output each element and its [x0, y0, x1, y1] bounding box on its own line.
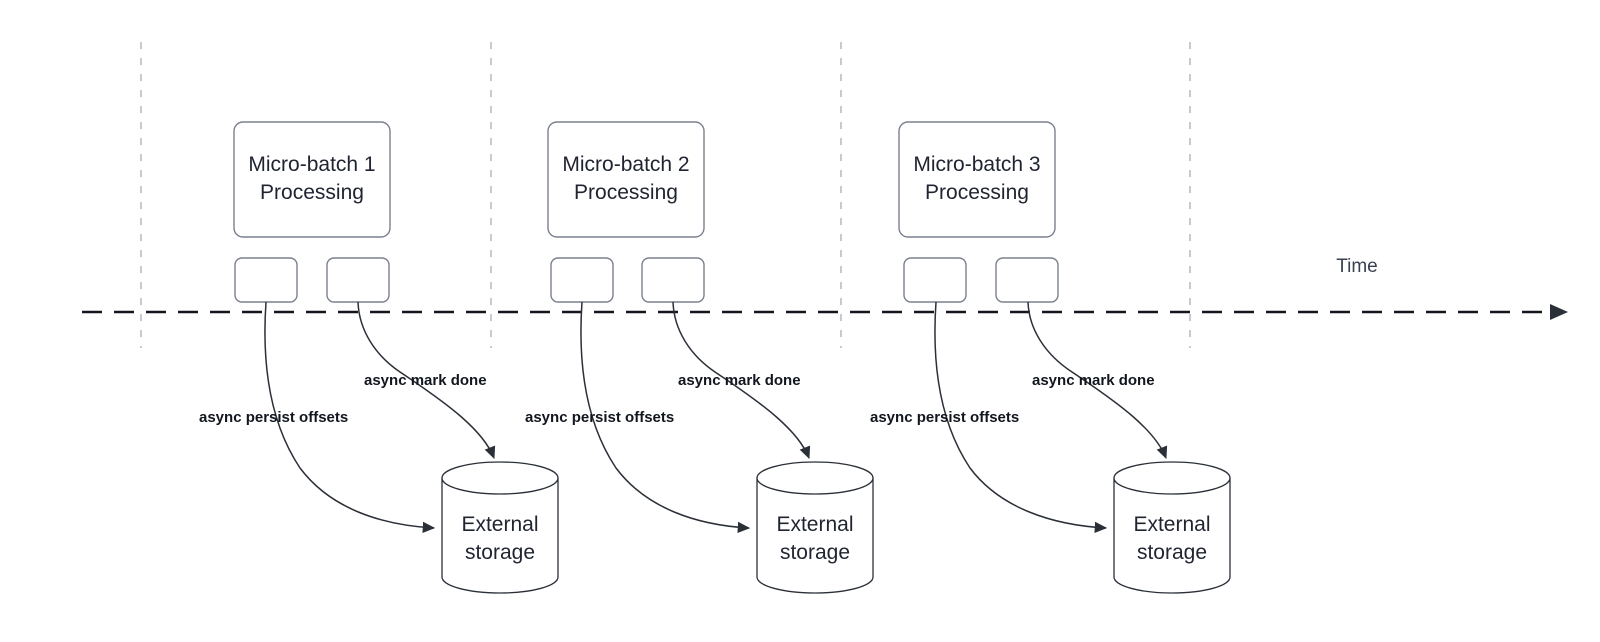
cylinder-body: [1113, 477, 1231, 594]
micro-batch-label-line2: Processing: [925, 181, 1029, 204]
edge-label-async-persist-offsets: async persist offsets: [870, 409, 1019, 426]
task-box-persist[interactable]: [903, 257, 967, 303]
micro-batch-box-rect[interactable]: [233, 121, 391, 238]
edge-async-mark-done: [357, 301, 496, 460]
edge-label-async-mark-done: async mark done: [364, 372, 487, 389]
cylinder-body: [756, 477, 874, 594]
task-box-persist[interactable]: [234, 257, 298, 303]
micro-batch-label-line1: Micro-batch 3: [913, 153, 1040, 176]
cylinder-top-ellipse: [756, 461, 874, 495]
micro-batch-box[interactable]: Micro-batch 3 Processing: [898, 121, 1056, 238]
cylinder-top-ellipse: [1113, 461, 1231, 495]
timeline-arrowhead: [1550, 304, 1568, 320]
task-box-mark[interactable]: [326, 257, 390, 303]
edge-async-mark-done: [672, 301, 811, 460]
task-box-mark[interactable]: [641, 257, 705, 303]
micro-batch-box[interactable]: Micro-batch 1 Processing: [233, 121, 391, 238]
micro-batch-label-line2: Processing: [260, 181, 364, 204]
timeline-guide-lines: [140, 42, 1191, 348]
storage-label-line2: storage: [780, 541, 850, 564]
storage-label-line2: storage: [1137, 541, 1207, 564]
storage-label-line1: External: [1133, 513, 1210, 536]
storage-label-line1: External: [461, 513, 538, 536]
storage-label-line2: storage: [465, 541, 535, 564]
task-box-mark[interactable]: [995, 257, 1059, 303]
timeline-axis: [82, 304, 1568, 320]
edge-label-async-mark-done: async mark done: [1032, 372, 1155, 389]
external-storage-cylinder[interactable]: External storage: [756, 461, 874, 594]
edge-async-persist-offsets: [580, 301, 751, 533]
edge-async-persist-offsets: [934, 301, 1108, 533]
edge-label-async-persist-offsets: async persist offsets: [199, 409, 348, 426]
cylinder-top-ellipse: [441, 461, 559, 495]
micro-batch-box[interactable]: Micro-batch 2 Processing: [547, 121, 705, 238]
edge-label-async-persist-offsets: async persist offsets: [525, 409, 674, 426]
external-storage-cylinder[interactable]: External storage: [1113, 461, 1231, 594]
external-storage-cylinder[interactable]: External storage: [441, 461, 559, 594]
edge-label-async-mark-done: async mark done: [678, 372, 801, 389]
edge-async-persist-offsets: [264, 301, 436, 533]
task-box-persist[interactable]: [550, 257, 614, 303]
micro-batch-label-line1: Micro-batch 1: [248, 153, 375, 176]
edge-async-mark-done: [1027, 301, 1168, 460]
time-axis-label: Time: [1336, 256, 1378, 277]
micro-batch-label-line1: Micro-batch 2: [562, 153, 689, 176]
micro-batch-box-rect[interactable]: [547, 121, 705, 238]
micro-batch-box-rect[interactable]: [898, 121, 1056, 238]
cylinder-body: [441, 477, 559, 594]
micro-batch-label-line2: Processing: [574, 181, 678, 204]
storage-label-line1: External: [776, 513, 853, 536]
